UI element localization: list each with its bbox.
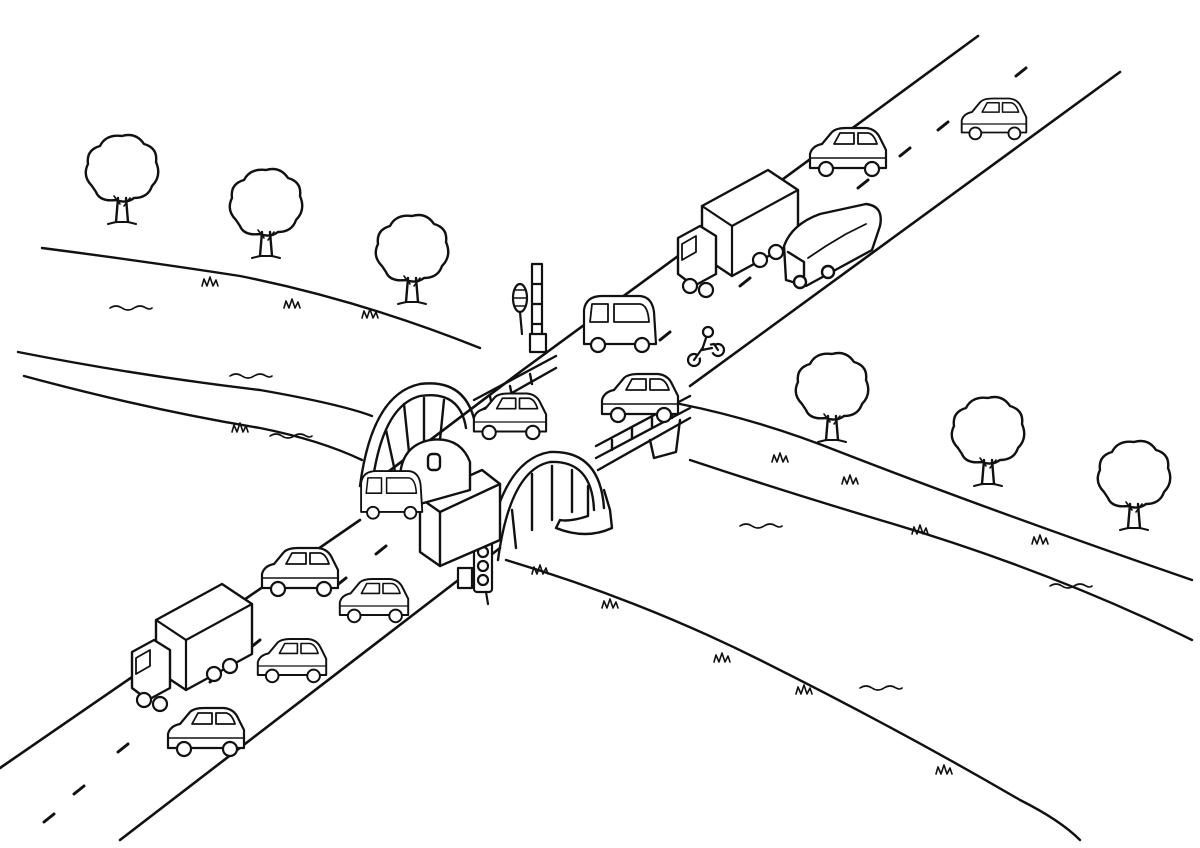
car-top-right: [808, 126, 888, 178]
vehicles: [130, 97, 1028, 758]
bus: [782, 202, 882, 290]
van-top: [582, 294, 658, 354]
car-bridge-front: [360, 470, 424, 520]
river-banks: [16, 246, 1194, 842]
barrier-signal: [511, 262, 548, 354]
motorcycle: [686, 325, 726, 368]
car-lower-1: [260, 546, 340, 598]
car-bridge-left: [472, 392, 548, 441]
lane-markings: [42, 66, 1028, 824]
